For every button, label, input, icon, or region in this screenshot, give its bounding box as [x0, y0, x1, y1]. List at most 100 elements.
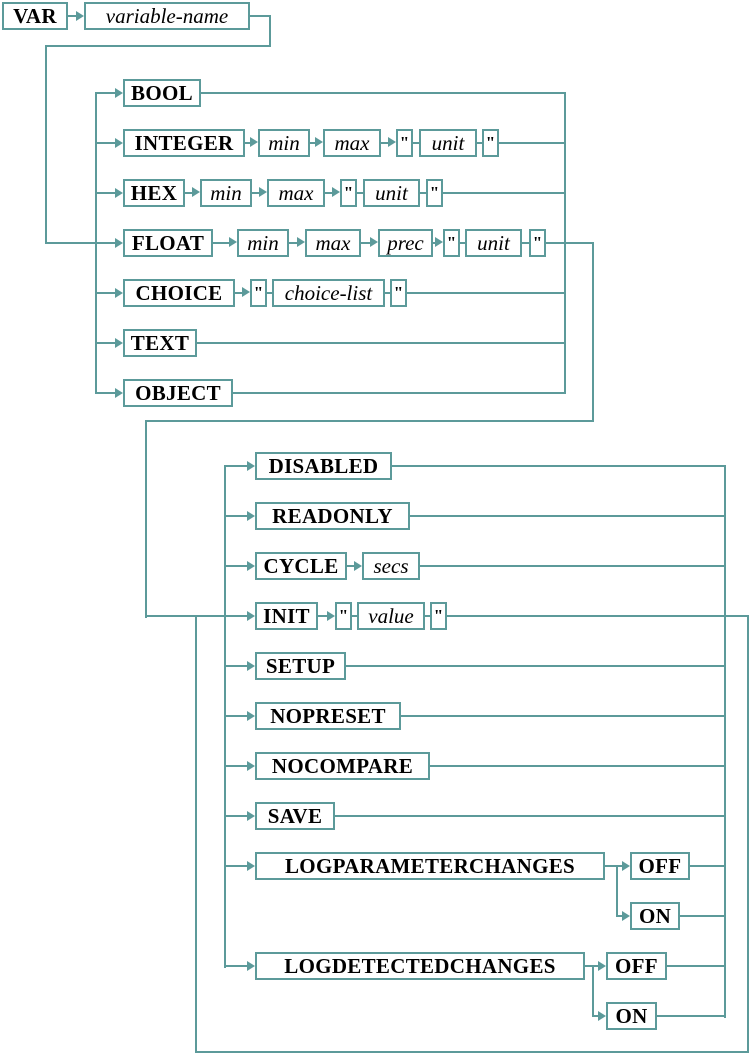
rail-line: [145, 420, 147, 618]
rail-line: [724, 465, 726, 1018]
rail-line: [460, 242, 465, 244]
rail-line: [235, 292, 244, 294]
rail-line: [269, 15, 271, 47]
rail-line: [250, 15, 271, 17]
keyword-box-setup: SETUP: [255, 652, 346, 680]
rail-line: [385, 292, 390, 294]
keyword-box-nopreset: NOPRESET: [255, 702, 401, 730]
rail-line: [95, 92, 117, 94]
rail-line: [499, 142, 566, 144]
quote-box: ": [390, 279, 407, 307]
rail-line: [430, 765, 726, 767]
placeholder-box-variable-name: variable-name: [84, 2, 250, 30]
rail-line: [680, 915, 726, 917]
rail-line: [68, 15, 78, 17]
rail-line: [95, 292, 117, 294]
rail-line: [245, 142, 252, 144]
rail-line: [657, 1015, 726, 1017]
rail-line: [522, 242, 529, 244]
arrow-right-icon: [354, 561, 362, 571]
quote-box: ": [443, 229, 460, 257]
placeholder-box-secs: secs: [362, 552, 420, 580]
rail-line: [447, 615, 749, 617]
placeholder-box-choice-list: choice-list: [272, 279, 385, 307]
quote-box: ": [340, 179, 357, 207]
rail-line: [347, 565, 356, 567]
rail-line: [546, 242, 594, 244]
arrow-right-icon: [247, 561, 255, 571]
rail-line: [224, 765, 248, 767]
keyword-box-bool: BOOL: [123, 79, 201, 107]
arrow-right-icon: [192, 187, 200, 197]
arrow-right-icon: [598, 1011, 606, 1021]
arrow-right-icon: [247, 861, 255, 871]
keyword-box-off: OFF: [606, 952, 667, 980]
keyword-box-disabled: DISABLED: [255, 452, 392, 480]
rail-line: [95, 142, 117, 144]
arrow-right-icon: [115, 188, 123, 198]
rail-line: [616, 865, 618, 917]
placeholder-box-min: min: [200, 179, 252, 207]
rail-line: [267, 292, 272, 294]
rail-line: [407, 292, 566, 294]
rail-line: [95, 342, 117, 344]
keyword-box-nocompare: NOCOMPARE: [255, 752, 430, 780]
placeholder-box-value: value: [357, 602, 425, 630]
arrow-right-icon: [242, 287, 250, 297]
keyword-box-cycle: CYCLE: [255, 552, 347, 580]
rail-line: [224, 965, 248, 967]
rail-line: [592, 242, 594, 422]
rail-line: [747, 615, 749, 1053]
rail-line: [95, 192, 117, 194]
rail-line: [667, 965, 726, 967]
keyword-box-float: FLOAT: [123, 229, 213, 257]
keyword-box-logparameterchanges: LOGPARAMETERCHANGES: [255, 852, 605, 880]
rail-line: [592, 965, 594, 1017]
arrow-right-icon: [247, 461, 255, 471]
keyword-box-on: ON: [630, 902, 680, 930]
rail-line: [585, 965, 594, 967]
arrow-right-icon: [370, 237, 378, 247]
arrow-right-icon: [315, 137, 323, 147]
rail-line: [185, 192, 194, 194]
placeholder-box-min: min: [258, 129, 310, 157]
rail-line: [201, 92, 566, 94]
rail-line: [425, 615, 430, 617]
placeholder-box-max: max: [267, 179, 325, 207]
keyword-box-text: TEXT: [123, 329, 197, 357]
arrow-right-icon: [247, 961, 255, 971]
quote-box: ": [482, 129, 499, 157]
rail-line: [401, 715, 726, 717]
arrow-right-icon: [115, 388, 123, 398]
arrow-right-icon: [247, 511, 255, 521]
arrow-right-icon: [297, 237, 305, 247]
rail-line: [357, 192, 363, 194]
rail-line: [224, 515, 248, 517]
arrow-right-icon: [115, 288, 123, 298]
rail-line: [289, 242, 299, 244]
keyword-box-off: OFF: [630, 852, 690, 880]
rail-line: [690, 865, 726, 867]
keyword-box-hex: HEX: [123, 179, 185, 207]
rail-line: [45, 45, 271, 47]
rail-line: [145, 420, 594, 422]
rail-line: [197, 342, 566, 344]
quote-box: ": [426, 179, 443, 207]
rail-line: [224, 815, 248, 817]
arrow-right-icon: [388, 137, 396, 147]
arrow-right-icon: [247, 711, 255, 721]
rail-line: [352, 615, 357, 617]
rail-line: [361, 242, 372, 244]
rail-line: [224, 565, 248, 567]
rail-line: [592, 965, 600, 967]
rail-line: [392, 465, 726, 467]
arrow-right-icon: [229, 237, 237, 247]
arrow-right-icon: [115, 138, 123, 148]
keyword-box-readonly: READONLY: [255, 502, 410, 530]
placeholder-box-max: max: [323, 129, 381, 157]
rail-line: [413, 142, 419, 144]
placeholder-box-min: min: [237, 229, 289, 257]
rail-line: [616, 865, 624, 867]
arrow-right-icon: [247, 811, 255, 821]
arrow-right-icon: [76, 11, 84, 21]
